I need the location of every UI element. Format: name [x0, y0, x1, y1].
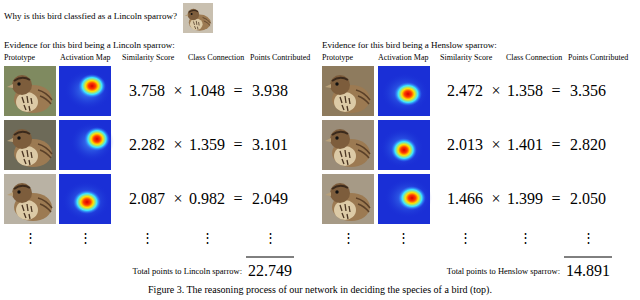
prototype-photo — [4, 66, 56, 116]
section-heading: Evidence for this bird being a Henslow s… — [322, 41, 497, 51]
sum-rule — [246, 257, 294, 258]
prototype-bird — [325, 183, 370, 221]
similarity-score: 2.472 — [447, 82, 483, 100]
prototype-bird — [7, 129, 52, 167]
question-text: Why is this bird classfied as a Lincoln … — [4, 12, 177, 22]
points-value: 2.050 — [570, 190, 606, 208]
ellipsis-mark: ⋮ — [397, 231, 410, 245]
points-value: 2.049 — [252, 190, 288, 208]
column-header: Similarity Score — [440, 54, 492, 63]
prototype-bird — [325, 75, 370, 113]
points-value: 2.820 — [570, 136, 606, 154]
column-header: Similarity Score — [122, 54, 174, 63]
prototype-photo — [4, 174, 56, 224]
column-header: Points Contributed — [250, 54, 310, 63]
ellipsis-mark: ⋮ — [582, 231, 595, 245]
operator-symbol: = — [233, 136, 242, 154]
activation-map — [378, 120, 430, 170]
activation-map — [59, 174, 111, 224]
activation-glow — [64, 70, 112, 110]
photo-ground — [183, 3, 213, 33]
activation-glow — [62, 181, 110, 221]
total-value: 22.749 — [248, 262, 292, 280]
operator-symbol: = — [551, 190, 560, 208]
ellipsis-mark: ⋮ — [201, 231, 214, 245]
operator-symbol: × — [491, 82, 500, 100]
points-value: 3.356 — [570, 82, 606, 100]
activation-hotspot — [394, 82, 422, 106]
activation-glow — [381, 73, 429, 113]
similarity-score: 2.087 — [129, 190, 165, 208]
column-header: Activation Map — [378, 54, 428, 63]
ellipsis-mark: ⋮ — [141, 231, 154, 245]
similarity-score: 3.758 — [129, 82, 165, 100]
points-value: 3.938 — [252, 82, 288, 100]
activation-map — [378, 66, 430, 116]
prototype-photo — [322, 174, 374, 224]
prototype-bird — [325, 129, 370, 167]
class-connection: 0.982 — [189, 190, 225, 208]
column-header: Class Connection — [506, 54, 562, 63]
points-value: 3.101 — [252, 136, 288, 154]
operator-symbol: × — [173, 190, 182, 208]
class-connection: 1.048 — [189, 82, 225, 100]
input-bird-thumbnail — [183, 3, 213, 33]
activation-hotspot — [73, 190, 101, 214]
activation-hotspot — [84, 127, 110, 151]
ellipsis-mark: ⋮ — [342, 231, 355, 245]
similarity-score: 2.013 — [447, 136, 483, 154]
column-header: Class Connection — [188, 54, 244, 63]
activation-hotspot — [78, 74, 106, 98]
class-connection: 1.399 — [507, 190, 543, 208]
ellipsis-mark: ⋮ — [24, 231, 37, 245]
operator-symbol: × — [491, 190, 500, 208]
ellipsis-mark: ⋮ — [459, 231, 472, 245]
total-value: 14.891 — [566, 262, 610, 280]
activation-glow — [70, 122, 114, 162]
prototype-photo — [4, 120, 56, 170]
activation-glow — [380, 128, 424, 168]
ellipsis-mark: ⋮ — [79, 231, 92, 245]
similarity-score: 2.282 — [129, 136, 165, 154]
operator-symbol: × — [173, 136, 182, 154]
prototype-bird — [7, 75, 52, 113]
column-header: Points Contributed — [568, 54, 628, 63]
section-heading: Evidence for this bird being a Lincoln s… — [4, 41, 175, 51]
ellipsis-mark: ⋮ — [264, 231, 277, 245]
column-header: Activation Map — [60, 54, 110, 63]
operator-symbol: × — [173, 82, 182, 100]
sum-rule — [564, 257, 612, 258]
class-connection: 1.359 — [189, 136, 225, 154]
activation-glow — [384, 178, 432, 218]
prototype-photo — [322, 120, 374, 170]
operator-symbol: = — [551, 82, 560, 100]
class-connection: 1.358 — [507, 82, 543, 100]
similarity-score: 1.466 — [447, 190, 483, 208]
activation-hotspot — [391, 138, 417, 162]
column-header: Prototype — [322, 54, 353, 63]
operator-symbol: = — [551, 136, 560, 154]
prototype-bird — [7, 183, 52, 221]
total-label: Total points to Lincoln sparrow: — [133, 267, 242, 276]
ellipsis-mark: ⋮ — [519, 231, 532, 245]
prototype-photo — [322, 66, 374, 116]
operator-symbol: = — [233, 190, 242, 208]
class-connection: 1.401 — [507, 136, 543, 154]
column-header: Prototype — [4, 54, 35, 63]
activation-map — [59, 66, 111, 116]
operator-symbol: × — [491, 136, 500, 154]
bird-photo — [185, 9, 211, 31]
activation-hotspot — [398, 186, 426, 210]
figure-caption: Figure 3. The reasoning process of our n… — [148, 284, 492, 295]
operator-symbol: = — [233, 82, 242, 100]
total-label: Total points to Henslow sparrow: — [447, 267, 560, 276]
